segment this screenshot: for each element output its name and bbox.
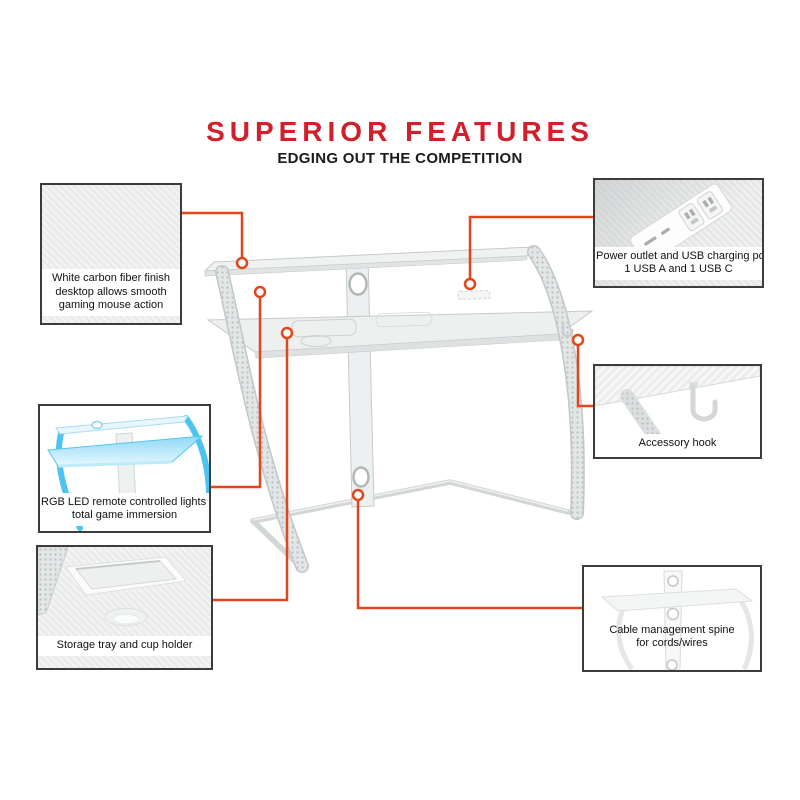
callout-line-storage (213, 339, 289, 602)
callout-line-hook (576, 346, 593, 408)
callout-storage-tray-caption: Storage tray and cup holder (38, 636, 211, 656)
callout-accessory-hook-caption: Accessory hook (595, 434, 760, 454)
desk-right-leg (527, 245, 585, 520)
callout-cable-management-caption: Cable management spine for cords/wires (609, 623, 735, 650)
callout-rgb-led-caption: RGB LED remote controlled lights for tot… (40, 492, 209, 526)
desk-grommet-bottom (352, 466, 370, 488)
desk-left-leg (215, 265, 309, 573)
callout-cable-management: Cable management spine for cords/wires (582, 565, 762, 672)
callout-storage-tray: Storage tray and cup holder (36, 545, 213, 670)
callout-marker-rgb-icon (253, 285, 267, 299)
callout-marker-cable-icon (351, 488, 365, 502)
desk-grommet-top (348, 272, 368, 296)
callout-marker-storage-icon (280, 326, 294, 340)
callout-line-rgb (211, 298, 262, 489)
callout-line-power (468, 215, 593, 278)
storage-tray-image (38, 547, 187, 626)
callout-marker-power-icon (463, 277, 477, 291)
callout-marker-hook-icon (571, 333, 585, 347)
callout-power-outlet: Power outlet and USB charging ports 1 US… (593, 178, 764, 288)
cable-spine-image (600, 570, 754, 670)
accessory-hook-image (595, 366, 760, 447)
header: SUPERIOR FEATURES EDGING OUT THE COMPETI… (0, 116, 800, 168)
desk-cup-holder-outline (300, 335, 332, 347)
callout-power-outlet-caption: Power outlet and USB charging ports 1 US… (595, 246, 762, 280)
desk-accessory-hook (561, 323, 574, 338)
page-title: SUPERIOR FEATURES (206, 116, 594, 147)
callout-line-carbon (182, 211, 244, 257)
desk-power-outlet-outline (457, 290, 491, 300)
callout-accessory-hook: Accessory hook (593, 364, 762, 459)
callout-carbon-fiber-caption: White carbon fiber finish desktop allows… (42, 268, 180, 316)
callout-rgb-led: RGB LED remote controlled lights for tot… (38, 404, 211, 533)
callout-line-cable (356, 501, 582, 610)
desk-spine (345, 256, 375, 508)
page-subtitle: EDGING OUT THE COMPETITION (277, 150, 523, 167)
callout-marker-carbon-icon (235, 256, 249, 270)
desk-upper-shelf (203, 246, 534, 277)
desk-base-frame (250, 479, 571, 571)
desk-storage-tray-outline (291, 318, 357, 338)
power-strip-image (630, 183, 732, 265)
callout-connectors (182, 211, 593, 610)
callout-carbon-fiber: White carbon fiber finish desktop allows… (40, 183, 182, 325)
desk-main-top (206, 290, 594, 359)
